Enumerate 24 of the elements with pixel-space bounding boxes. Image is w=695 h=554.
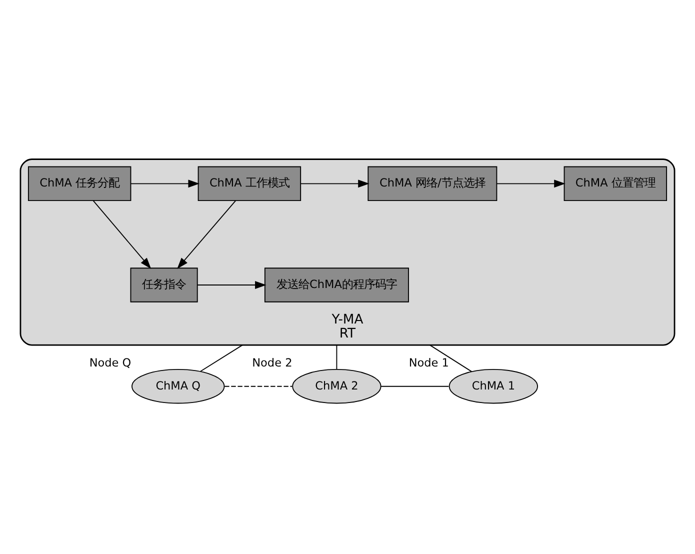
node-ellipse: ChMA 1 [448, 368, 538, 404]
connector [224, 385, 292, 386]
connector [429, 344, 472, 372]
node-box: ChMA 网络/节点选择 [368, 166, 498, 201]
arrow [177, 200, 236, 268]
connector [336, 344, 338, 370]
node-box: ChMA 工作模式 [198, 166, 302, 201]
node-box: ChMA 位置管理 [564, 166, 668, 201]
node-box: ChMA 任务分配 [28, 166, 132, 201]
node-label: Node Q [89, 356, 132, 369]
arrow [196, 280, 266, 288]
node-box: 任务指令 [130, 267, 198, 302]
arrow [300, 179, 370, 188]
node-ellipse: ChMA Q [132, 368, 225, 404]
arrow [92, 200, 152, 268]
node-box: 发送给ChMA的程序码字 [264, 267, 409, 302]
arrow [130, 179, 200, 188]
node-label: Node 2 [252, 356, 292, 369]
node-label: RT [339, 326, 356, 342]
node-label: Node 1 [408, 356, 449, 369]
connector [380, 385, 450, 386]
connector [200, 344, 243, 372]
node-ellipse: ChMA 2 [292, 368, 382, 404]
arrow [496, 179, 566, 188]
